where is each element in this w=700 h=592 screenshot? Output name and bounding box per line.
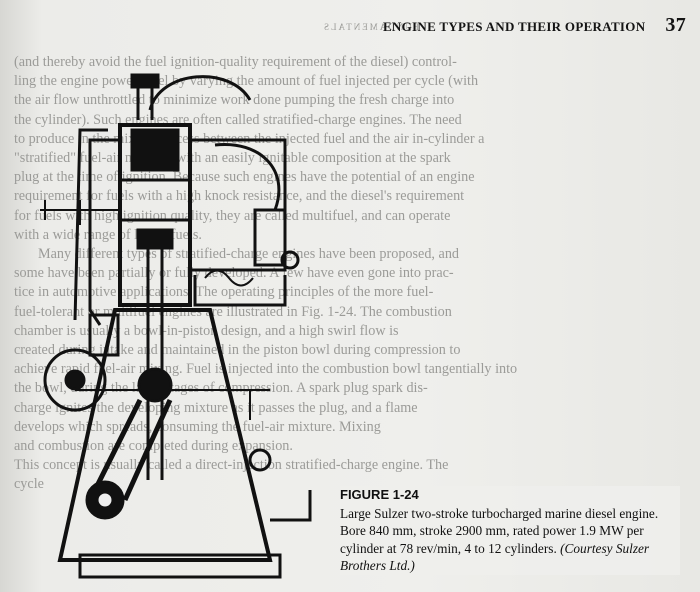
body-line: the air flow unthrottled to minimize wor… — [14, 92, 455, 109]
figure-caption-text: Large Sulzer two-stroke turbocharged mar… — [340, 505, 659, 556]
body-line: some have been partially or fully develo… — [14, 265, 454, 282]
body-line: charge ignites the developing mixture as… — [14, 399, 418, 416]
engine-cross-section-figure — [20, 60, 330, 580]
page-number: 37 — [665, 14, 686, 36]
body-line: fuel-tolerant or multifuel engines are i… — [14, 303, 452, 320]
body-line: ling the engine power level by varying t… — [14, 73, 479, 90]
figure-caption: FIGURE 1-24 Large Sulzer two-stroke turb… — [340, 486, 680, 575]
body-line: This concept is usually called a direct-… — [14, 457, 449, 474]
body-line: Many different types of stratified-charg… — [38, 246, 460, 263]
body-line: created during intake and maintained in … — [14, 342, 461, 359]
running-title: ENGINE TYPES AND THEIR OPERATION — [382, 19, 646, 34]
body-line: (and thereby avoid the fuel ignition-qua… — [14, 54, 457, 70]
body-line: the bowl, during the latter stages of co… — [14, 380, 428, 397]
figure-label: FIGURE 1-24 — [340, 487, 419, 502]
body-line: "stratified" fuel-air mixture, with an e… — [14, 150, 451, 167]
body-line: cycle — [14, 476, 44, 493]
body-line: develops which spreads, consuming the fu… — [14, 418, 381, 435]
body-line: achieve rapid fuel-air mixing. Fuel is i… — [14, 361, 518, 378]
page-header: ENGINE TYPES AND THEIR OPERATION 37 — [383, 14, 686, 37]
body-line: requirement for fuels with a high knock … — [14, 188, 465, 205]
engine-drawing — [40, 73, 312, 579]
figure-credit: (Courtesy Sulzer Brothers Ltd.) — [340, 540, 650, 574]
